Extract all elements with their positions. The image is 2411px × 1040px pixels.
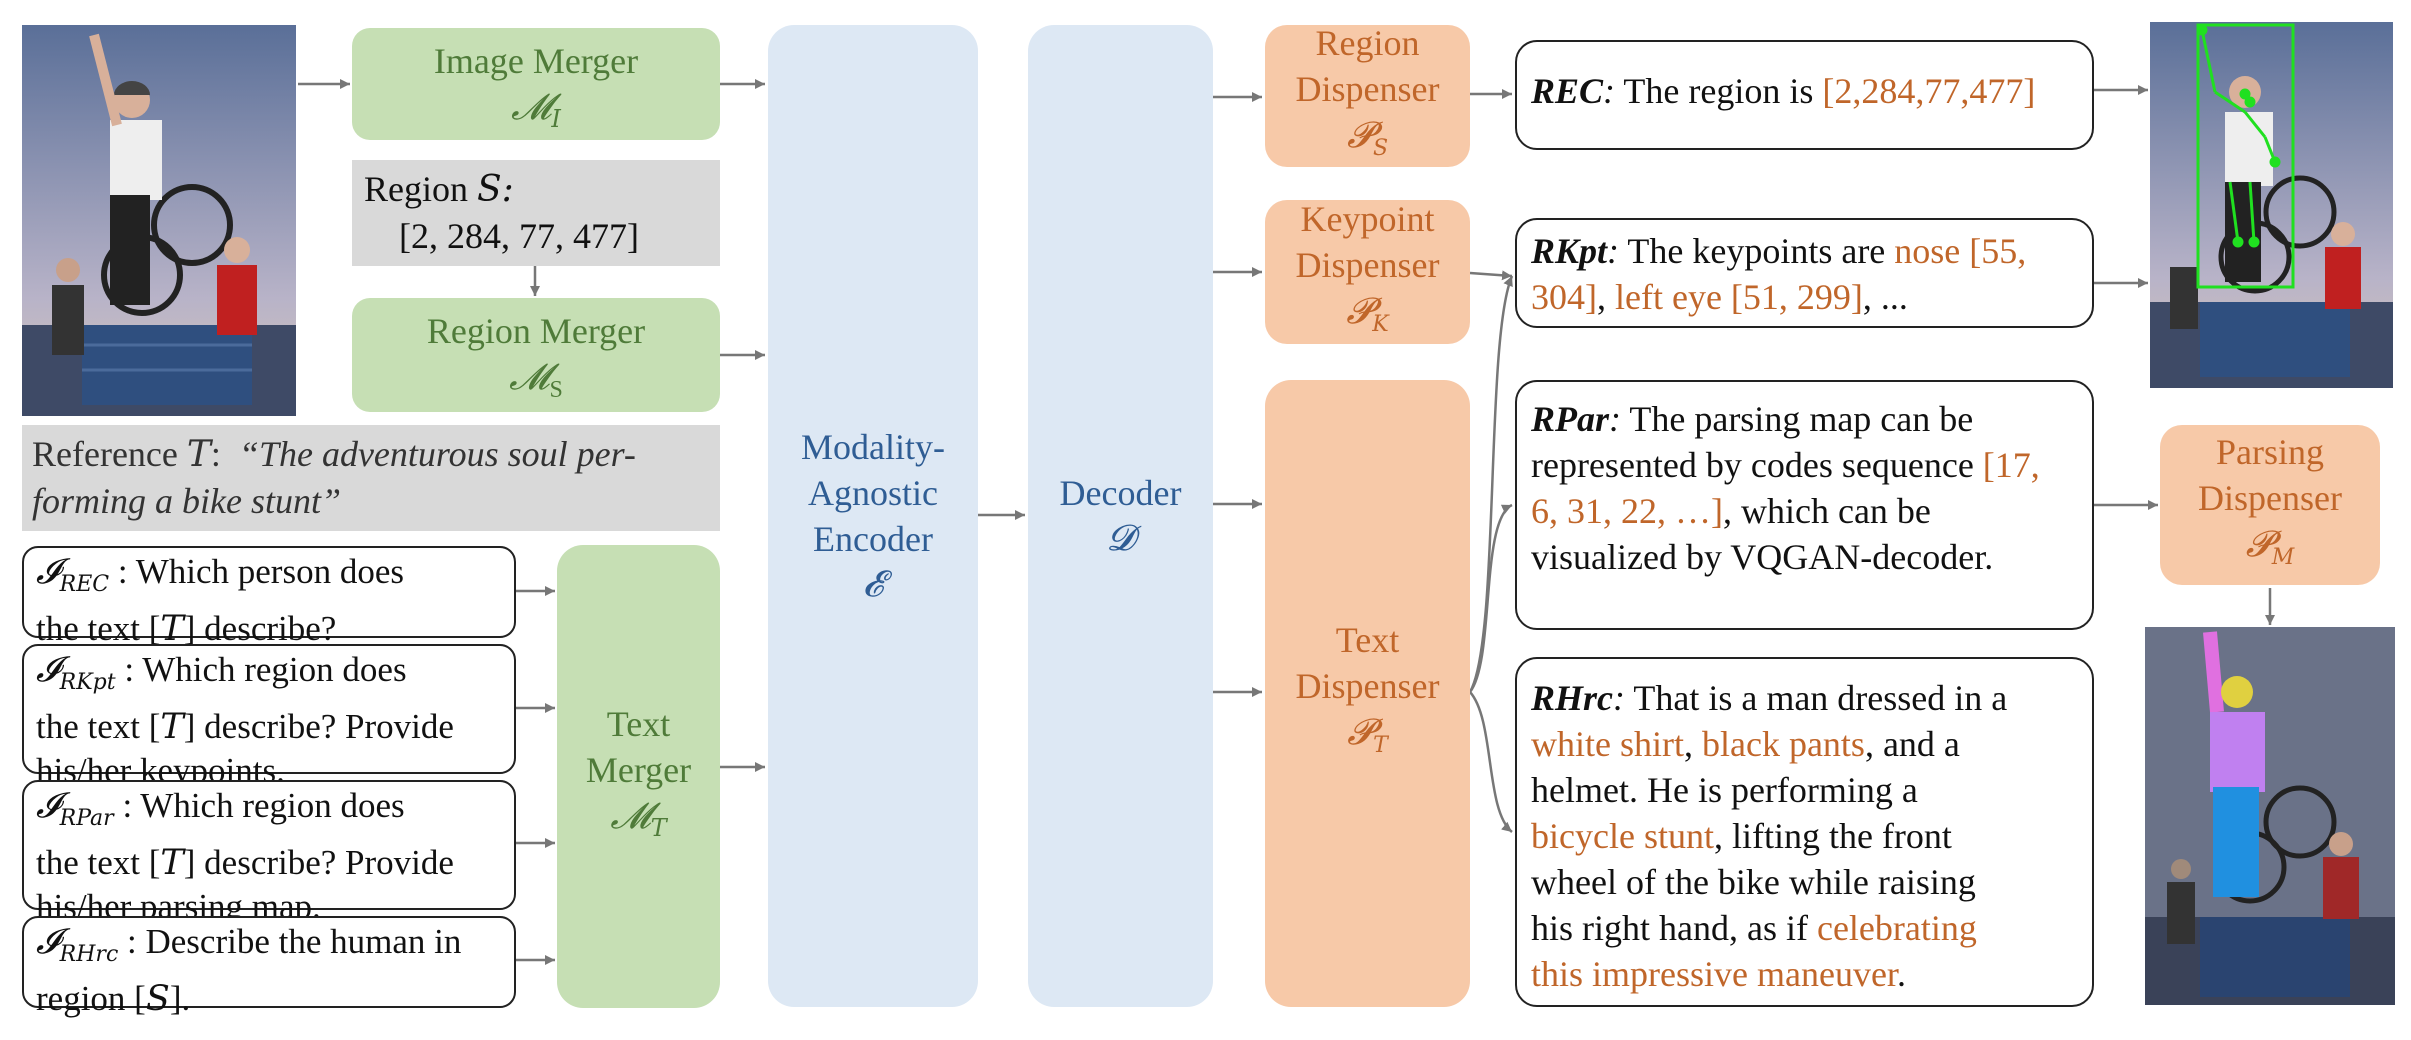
region-merger-label: Region Merger (426, 311, 646, 351)
modality-agnostic-encoder: Modality- Agnostic Encoder 𝓔 (768, 25, 978, 1007)
region-dispenser-label2: Dispenser (1295, 68, 1440, 109)
prompt-rkpt: 𝓘RKpt : Which region does the text [T] d… (22, 644, 516, 790)
arrow-text-dispenser-to-rhrc (1469, 691, 1513, 833)
region-dispenser-label1: Region (1315, 22, 1420, 63)
image-merger: Image Merger 𝓜I (352, 28, 720, 140)
image-merger-label: Image Merger (433, 41, 639, 81)
input-photo (22, 25, 296, 416)
decoder: Decoder 𝓓 (1028, 25, 1213, 1007)
text-dispenser-label2: Dispenser (1295, 666, 1440, 707)
encoder-symbol: 𝓔 (862, 564, 884, 605)
arrow-text-dispenser-to-rkpt (1468, 275, 1514, 693)
text-dispenser-symbol: 𝓟T (1347, 712, 1388, 759)
region-dispenser: Region Dispenser 𝓟S (1265, 23, 1470, 167)
keypoint-dispenser-label1: Keypoint (1300, 198, 1435, 239)
region-merger: Region Merger 𝓜S (352, 298, 720, 412)
decoder-label: Decoder (1059, 473, 1182, 513)
parsing-dispenser-symbol: 𝓟M (2245, 523, 2295, 571)
region-merger-symbol: 𝓜S (509, 357, 563, 404)
text-dispenser: Text Dispenser 𝓟T (1265, 380, 1470, 1007)
encoder-label2: Agnostic (808, 473, 938, 513)
region-input-box: Region S: [2, 284, 77, 477] (352, 160, 720, 266)
reference-line2: forming a bike stunt” (32, 481, 342, 521)
response-rpar: RPar: The parsing map can be represented… (1515, 380, 2094, 630)
encoder-label3: Encoder (813, 519, 933, 559)
text-dispenser-label1: Text (1335, 620, 1400, 661)
region-dispenser-symbol: 𝓟S (1346, 114, 1389, 162)
parsing-dispenser: Parsing Dispenser 𝓟M (2160, 425, 2380, 585)
decoder-symbol: 𝓓 (1106, 518, 1135, 559)
response-rec: REC: The region is [2,284,77,477] (1515, 40, 2094, 150)
text-merger-label2: Merger (585, 750, 692, 791)
text-merger-symbol: 𝓜T (610, 796, 667, 843)
region-input-coords: [2, 284, 77, 477] (399, 216, 639, 256)
keypoint-dispenser-symbol: 𝓟K (1346, 290, 1389, 338)
arrow-text-dispenser-to-rpar (1468, 503, 1513, 693)
arrow-keypoint-dispenser-to-rkpt (1469, 270, 1513, 281)
response-rhrc: RHrc: That is a man dressed in a white s… (1515, 657, 2094, 1007)
prompt-rhrc: 𝓘RHrc : Describe the human in region [S]… (22, 916, 516, 1019)
text-merger: Text Merger 𝓜T (557, 545, 720, 1008)
output-photo-parsing (2145, 627, 2395, 1005)
response-rkpt: RKpt: The keypoints are nose [55, 304], … (1515, 218, 2094, 328)
parsing-dispenser-label2: Dispenser (2198, 477, 2342, 518)
prompt-rec: 𝓘REC : Which person does the text [T] de… (22, 546, 516, 649)
prompt-rpar: 𝓘RPar : Which region does the text [T] d… (22, 780, 516, 926)
keypoint-dispenser-label2: Dispenser (1295, 244, 1440, 285)
image-merger-symbol: 𝓜I (511, 87, 561, 134)
output-photo-detection (2150, 22, 2393, 388)
parsing-dispenser-label1: Parsing (2216, 431, 2324, 472)
reference-text-box: Reference T: “The adventurous soul per- … (22, 425, 720, 531)
text-merger-label1: Text (606, 704, 671, 745)
region-input-label: Region S: (364, 169, 514, 210)
encoder-label1: Modality- (801, 427, 945, 467)
reference-line1: Reference T: “The adventurous soul per- (32, 434, 636, 475)
keypoint-dispenser: Keypoint Dispenser 𝓟K (1265, 199, 1470, 344)
